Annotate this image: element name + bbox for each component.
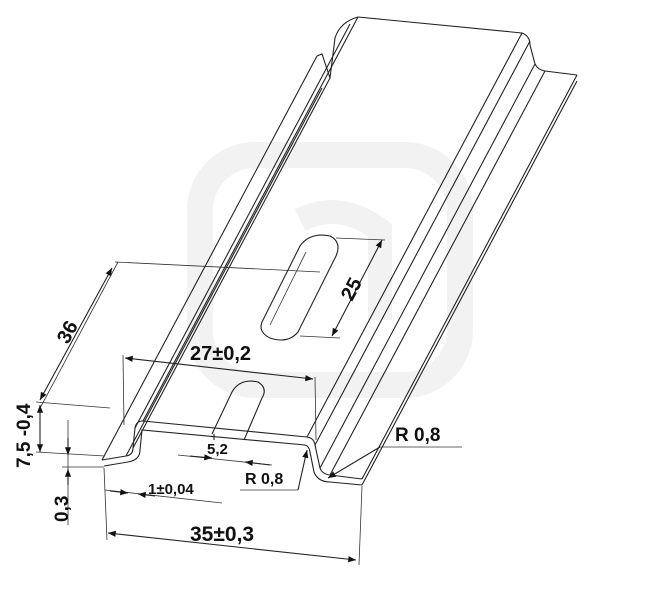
rail-body — [101, 16, 578, 486]
label-thickness: 1±0,04 — [148, 481, 194, 498]
label-r-outer: R 0,8 — [395, 425, 440, 446]
label-35: 35±0,3 — [190, 523, 254, 546]
label-0-3: 0,3 — [52, 496, 73, 522]
dimension-r-outer: R 0,8 — [327, 425, 462, 479]
label-7-5: 7,5 -0,4 — [14, 403, 35, 468]
label-36: 36 — [53, 317, 83, 347]
label-27: 27±0,2 — [190, 343, 251, 365]
dimension-27: 27±0,2 — [122, 343, 317, 441]
label-25: 25 — [337, 274, 367, 304]
dimension-35: 35±0,3 — [103, 467, 363, 566]
dimension-r-inner: R 0,8 — [240, 449, 309, 491]
dimension-0-3: 0,3 — [52, 420, 104, 525]
label-5-2: 5,2 — [207, 441, 228, 458]
label-r-inner: R 0,8 — [245, 471, 283, 488]
dimension-thickness: 1±0,04 — [104, 481, 223, 504]
watermark-logo — [187, 142, 473, 398]
dimension-7-5: 7,5 -0,4 — [14, 403, 106, 468]
dimension-5-2: 5,2 — [177, 441, 273, 466]
